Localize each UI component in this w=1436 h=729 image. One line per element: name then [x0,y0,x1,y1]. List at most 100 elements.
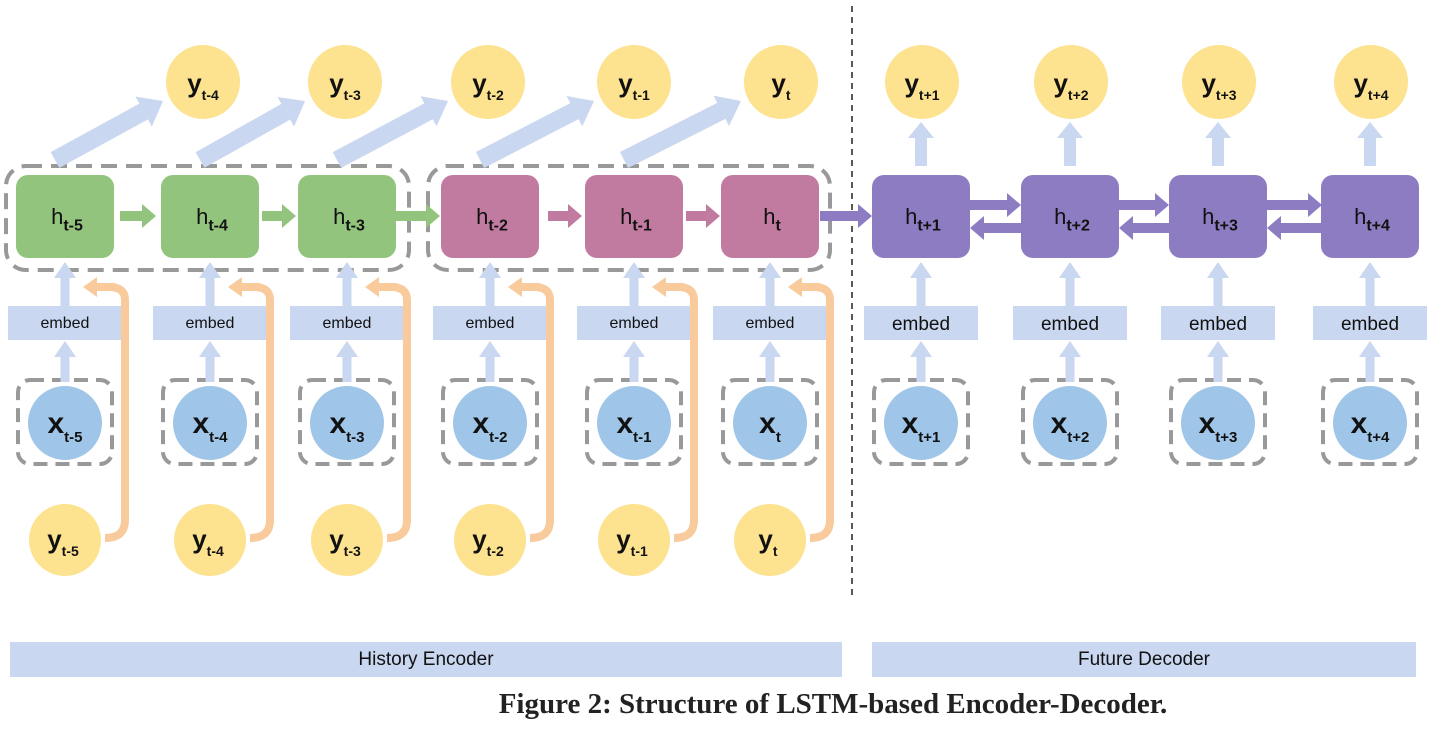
history-output-node-label: yt-2 [472,68,504,103]
arrow-embed-to-hidden [1359,262,1381,306]
future-output-node-y [1334,45,1408,119]
arrow-h-green-1 [120,204,156,228]
future-output-node-y [1182,45,1256,119]
embed-box [433,306,547,340]
embed-label: embed [186,315,235,332]
embed-box [1161,306,1275,340]
embed-box [713,306,827,340]
history-output-node-label: yt-3 [329,68,361,103]
arrow-hidden-to-output [50,96,164,168]
hidden-state-label: ht+2 [1054,204,1090,235]
feedback-arrow-head [508,277,540,297]
hidden-state-label: ht+1 [905,204,941,235]
arrow-hidden-to-output [1357,122,1383,166]
arrow-input-to-embed [1359,341,1381,382]
hidden-state-label: ht+3 [1202,204,1238,235]
future-output-node-label: yt+1 [904,68,939,103]
arrow-hidden-to-output [1205,122,1231,166]
arrow-embed-to-hidden [479,262,501,306]
hidden-state-box [16,175,114,258]
history-input-node-label: yt-4 [192,524,224,559]
embed-box [153,306,267,340]
history-input-node-y [29,504,101,576]
arrow-hidden-to-output [332,96,448,168]
input-node-x [173,386,247,460]
embed-label: embed [610,315,659,332]
arrow-h-pink-1 [548,204,582,228]
embed-label: embed [1341,314,1399,335]
arrow-h-pink-2 [686,204,720,228]
arrow-embed-to-hidden [910,262,932,306]
hidden-state-label: ht-5 [51,204,83,235]
future-output-node-label: yt+3 [1201,68,1236,103]
hidden-state-box [441,175,539,258]
arrow-input-to-embed [623,341,645,382]
arrow-decoder-forward [1119,193,1169,217]
arrow-decoder-forward [970,193,1021,217]
feedback-arrow-line [673,283,698,542]
feedback-arrow-line [386,283,411,542]
embed-box [1313,306,1427,340]
embed-box [864,306,978,340]
arrow-decoder-backward [970,216,1021,240]
hidden-state-box [161,175,259,258]
history-input-node-label: yt [758,524,777,559]
arrow-embed-to-hidden [54,262,76,306]
feedback-arrow-line [809,283,834,542]
hidden-state-label: ht+4 [1354,204,1390,235]
feedback-arrow-head [652,277,684,297]
input-node-label: xt-3 [329,407,364,446]
arrow-h-green-3 [396,204,440,228]
arrow-hidden-to-output [195,97,305,168]
input-node-label: xt+3 [1199,407,1238,446]
arrow-input-to-embed [199,341,221,382]
history-input-node-label: yt-3 [329,524,361,559]
feedback-arrow-head [228,277,260,297]
embed-box [290,306,404,340]
hidden-state-box [298,175,396,258]
arrow-hidden-to-output [619,95,741,168]
input-node-x [1033,386,1107,460]
input-node-x [733,386,807,460]
arrow-input-to-embed [910,341,932,382]
future-output-node-label: yt+2 [1053,68,1088,103]
arrow-decoder-backward [1119,216,1169,240]
history-input-node-label: yt-5 [47,524,79,559]
arrow-embed-to-hidden [1059,262,1081,306]
history-output-node-label: yt [771,68,790,103]
input-node-label: xt-1 [616,407,651,446]
arrow-input-to-embed [759,341,781,382]
arrow-input-to-embed [54,341,76,382]
arrow-hidden-to-output [475,96,594,168]
arrow-hidden-to-output [908,122,934,166]
arrow-embed-to-hidden [759,262,781,306]
future-decoder-label: Future Decoder [872,642,1416,677]
arrow-hidden-to-output [1057,122,1083,166]
hidden-state-box [1169,175,1267,258]
history-output-node-y [451,45,525,119]
hidden-state-box [872,175,970,258]
hidden-state-box [1021,175,1119,258]
history-input-node-label: yt-1 [616,524,648,559]
hidden-state-box [585,175,683,258]
input-node-x [453,386,527,460]
embed-label: embed [323,315,372,332]
input-node-x [597,386,671,460]
feedback-arrow-head [83,277,115,297]
input-node-x [310,386,384,460]
history-input-node-y [454,504,526,576]
input-node-label: xt+2 [1051,407,1090,446]
encoder-decoder-diagram: xt-5embedyt-5ht-5yt-4xt-4embedyt-4ht-4yt… [4,6,1427,596]
hidden-state-label: ht-3 [333,204,365,235]
history-output-node-label: yt-4 [187,68,219,103]
input-node-label: xt+4 [1351,407,1390,446]
input-node-x [884,386,958,460]
arrow-decoder-backward [1267,216,1322,240]
feedback-arrow-head [365,277,397,297]
arrow-embed-to-hidden [336,262,358,306]
input-node-label: xt+1 [902,407,941,446]
hidden-state-label: ht-1 [620,204,652,235]
arrow-h-to-decoder [820,204,872,228]
embed-label: embed [466,315,515,332]
history-output-node-label: yt-1 [618,68,650,103]
